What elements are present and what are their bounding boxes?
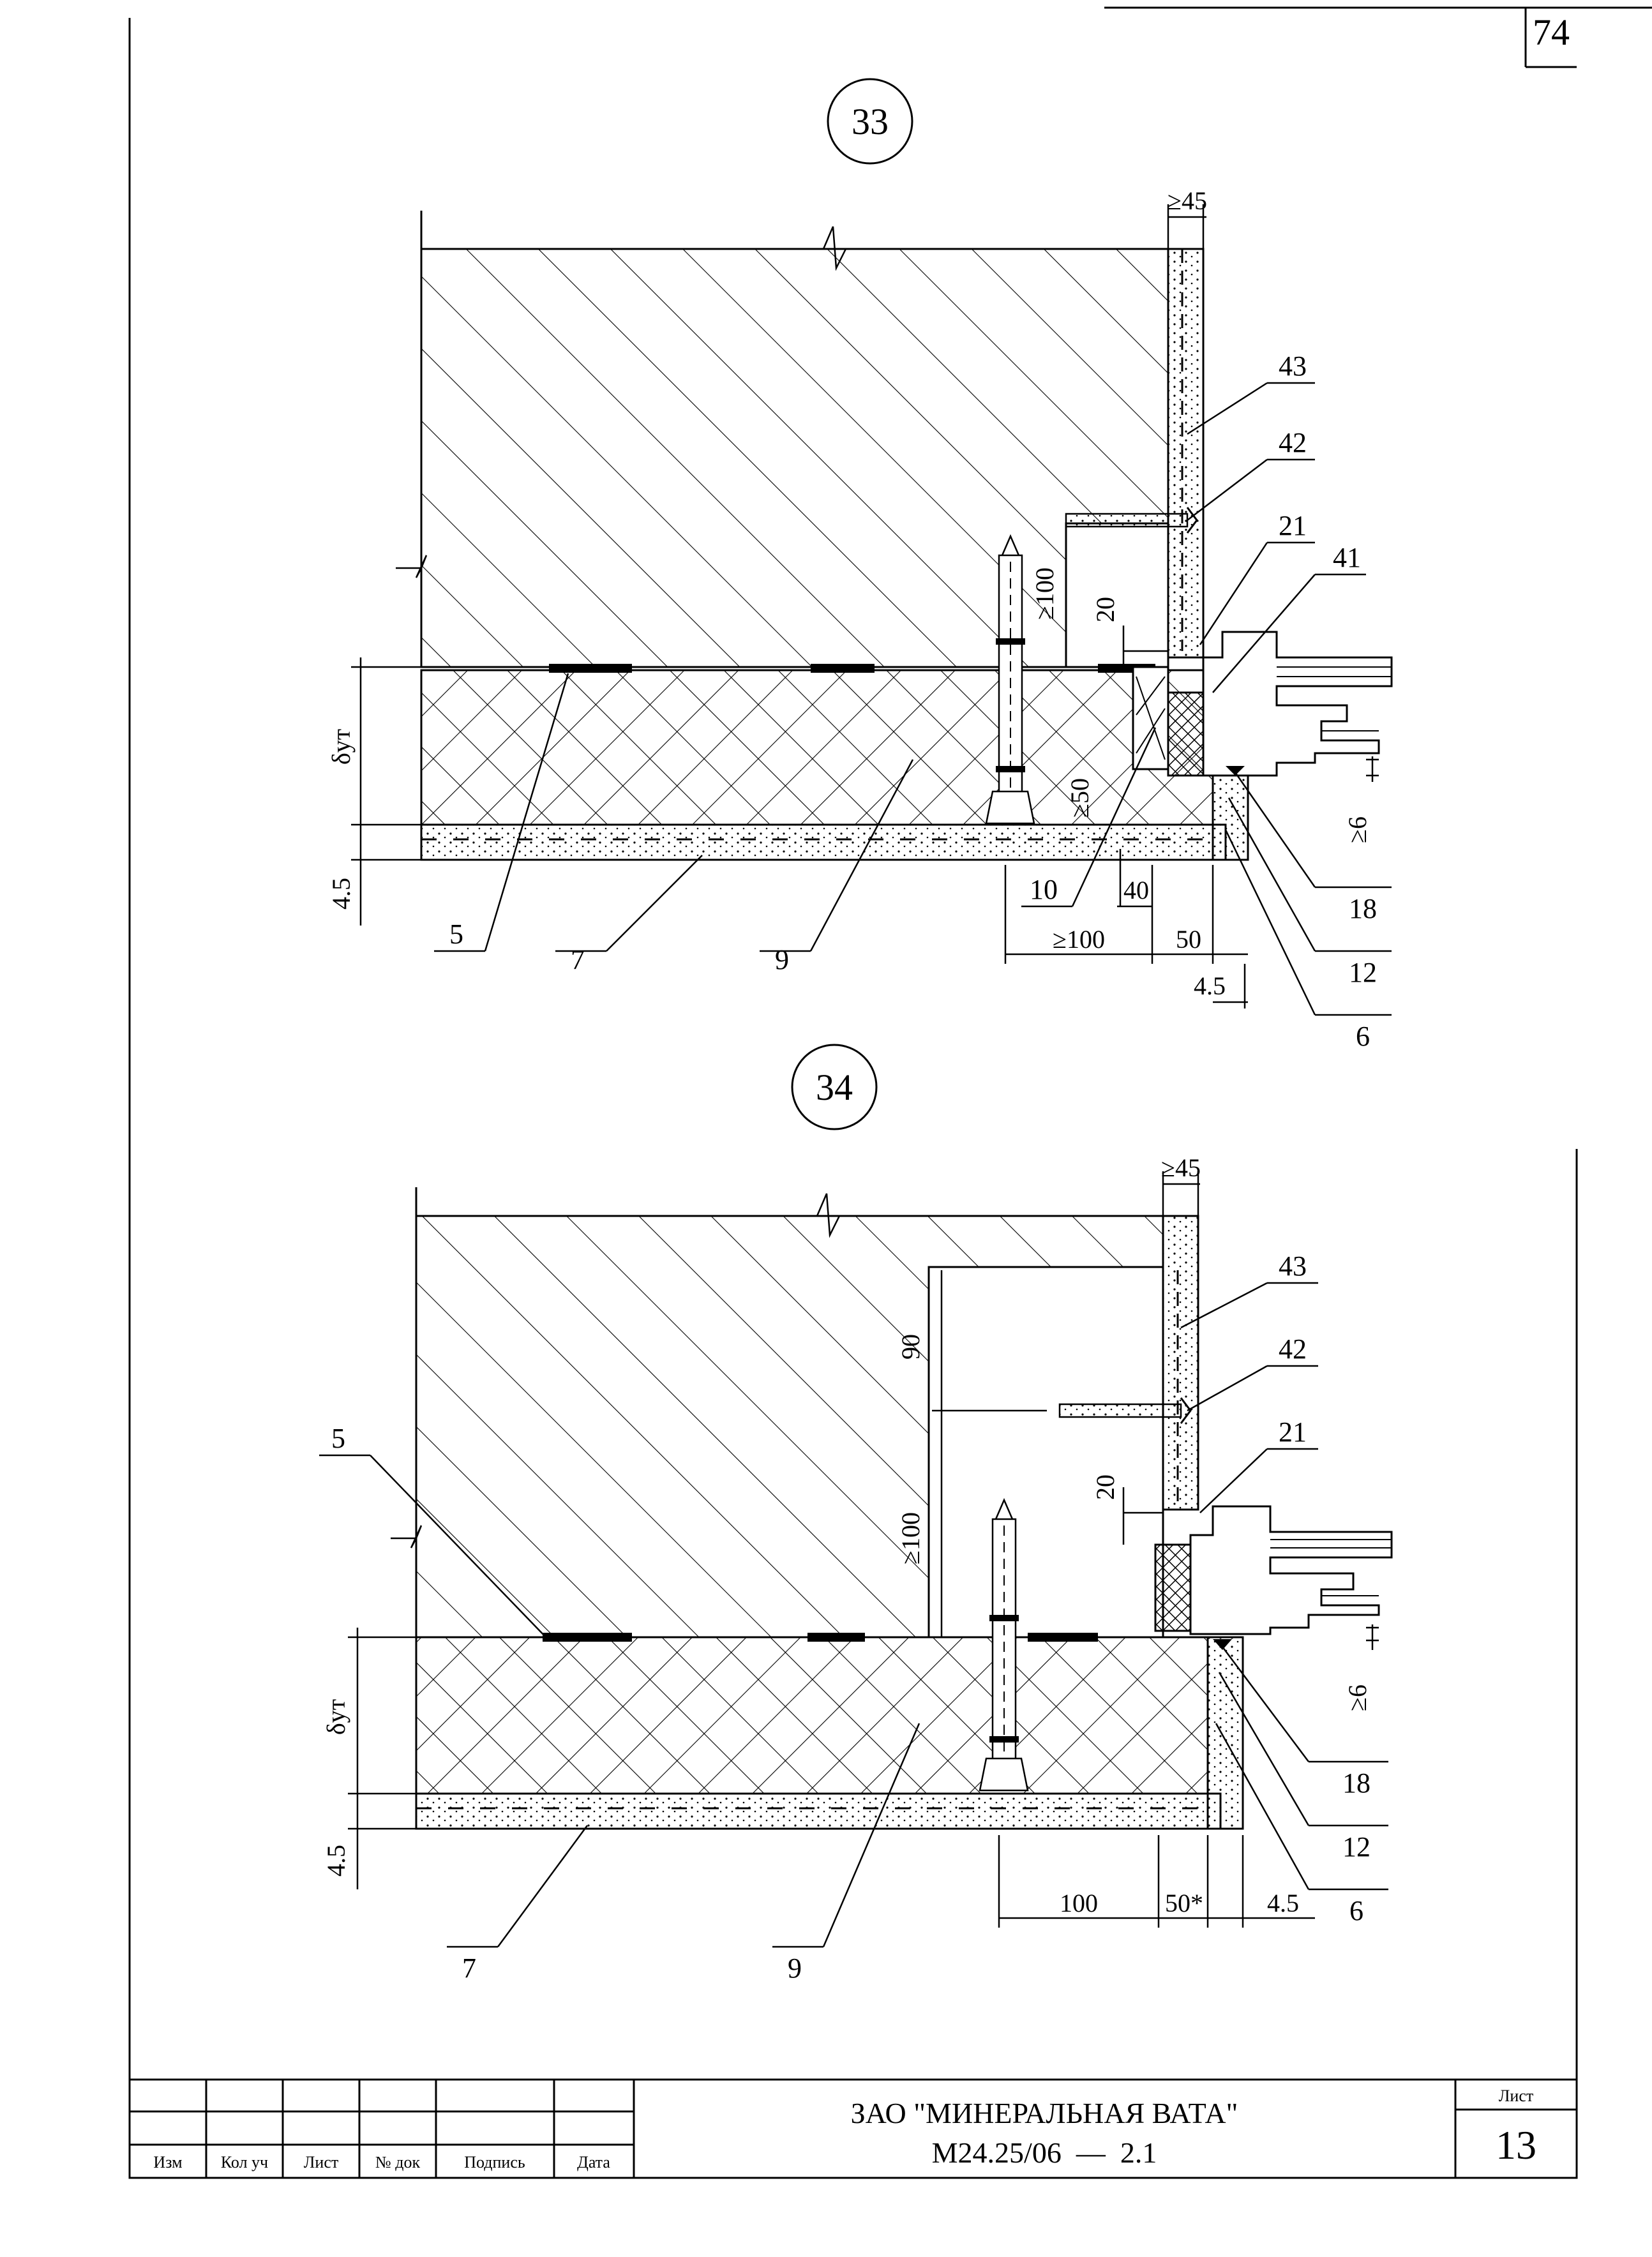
stamp-col-data: Дата <box>577 2153 610 2171</box>
dim-34-bottom-1: 100 <box>1060 1889 1098 1917</box>
callout-34-12: 12 <box>1342 1831 1370 1863</box>
insulation-layer <box>415 1636 1209 1795</box>
callout-34-18: 18 <box>1342 1767 1370 1799</box>
adhesive-strips <box>543 1633 1098 1642</box>
break-mark-left <box>396 555 428 578</box>
dim-33-anchor: ≥100 <box>1030 567 1059 620</box>
dim-34-bottom-3: 4.5 <box>1267 1889 1299 1917</box>
stamp-col-izm: Изм <box>153 2153 182 2171</box>
title-block: Изм Кол уч Лист № док Подпись Дата ЗАО "… <box>128 2078 1578 2179</box>
callout-34-7: 7 <box>462 1953 476 1984</box>
sealing-tape <box>1167 691 1205 777</box>
fastener-screw-33 <box>1065 507 1198 534</box>
dim-34-base: 4.5 <box>322 1845 350 1877</box>
dim-33-insul: δут <box>327 729 356 765</box>
return-plaster <box>1206 1636 1244 1830</box>
callout-33-6: 6 <box>1356 1021 1370 1052</box>
stamp-col-list: Лист <box>304 2153 338 2171</box>
insulation-layer <box>420 669 1214 826</box>
dim-33-bottom-3: 50 <box>1176 925 1201 954</box>
dowel-anchor-34 <box>979 1497 1029 1792</box>
dim-33-base: 4.5 <box>327 878 356 910</box>
detail-34: 34 <box>319 1044 1393 1984</box>
return-plaster <box>1212 771 1249 861</box>
dim-33-mesh: ≥50 <box>1065 778 1094 818</box>
facade-plaster-right <box>1167 248 1205 659</box>
callout-34-9: 9 <box>788 1953 802 1984</box>
detail-marker-34 <box>791 1044 878 1130</box>
dim-34-upper: 90 <box>896 1334 925 1360</box>
stamp-col-kol-uch: Кол уч <box>221 2153 268 2171</box>
stamp-col-podpis: Подпись <box>464 2153 525 2171</box>
dim-34-sill: ≥6 <box>1343 1684 1372 1711</box>
dim-33-sill: ≥6 <box>1343 816 1372 843</box>
dimension-lines-34 <box>348 1171 1379 1928</box>
leader-lines-33 <box>434 382 1392 1016</box>
dim-33-bottom-4: 4.5 <box>1194 971 1226 1000</box>
fastener-screw-34 <box>1058 1397 1192 1424</box>
dim-33-gap: 20 <box>1091 597 1120 622</box>
callout-34-43: 43 <box>1279 1250 1307 1282</box>
adhesive-strips <box>549 664 1155 673</box>
facade-plaster-right <box>1162 1215 1199 1511</box>
callout-33-12: 12 <box>1349 957 1377 988</box>
dimension-lines-33 <box>351 204 1379 1009</box>
callout-33-43: 43 <box>1279 350 1307 382</box>
callout-34-5: 5 <box>331 1423 345 1454</box>
leader-lines-34 <box>319 1282 1388 1948</box>
break-mark-left <box>391 1525 423 1548</box>
document-code: М24.25/06 — 2.1 <box>932 2136 1157 2169</box>
callout-33-21: 21 <box>1279 510 1307 541</box>
callout-33-7: 7 <box>571 944 585 975</box>
dim-33-bottom-1: ≥100 <box>1053 925 1105 954</box>
window-opening <box>927 1266 1164 1638</box>
callout-33-41: 41 <box>1333 542 1361 573</box>
dim-33-top: ≥45 <box>1168 186 1207 215</box>
window-opening <box>1065 522 1169 668</box>
detail-number-34: 34 <box>816 1067 853 1108</box>
base-plaster-layer <box>420 823 1227 861</box>
sheet-number: 13 <box>1496 2122 1536 2168</box>
callout-33-18: 18 <box>1349 893 1377 924</box>
callout-33-9: 9 <box>775 944 789 975</box>
dim-33-bottom-2: 40 <box>1123 876 1149 904</box>
detail-number-33: 33 <box>852 101 889 142</box>
callout-33-10: 10 <box>1030 874 1058 905</box>
dim-34-top: ≥45 <box>1161 1153 1201 1182</box>
page-number: 74 <box>1533 11 1570 53</box>
dim-34-insul: δут <box>322 1699 350 1735</box>
detail-marker-33 <box>827 78 913 165</box>
dowel-anchor-33 <box>985 534 1035 825</box>
dim-34-bottom-2: 50* <box>1165 1889 1203 1917</box>
callout-34-21: 21 <box>1279 1416 1307 1448</box>
detail-33: 33 <box>327 78 1393 1052</box>
callout-34-6: 6 <box>1349 1895 1363 1926</box>
callout-33-42: 42 <box>1279 427 1307 458</box>
sealing-tape <box>1154 1543 1192 1632</box>
wall-section <box>421 249 1168 667</box>
break-mark-top <box>822 226 847 271</box>
sheet-label: Лист <box>1499 2087 1533 2105</box>
window-frame-34 <box>1154 1505 1393 1650</box>
company-name: ЗАО "МИНЕРАЛЬНАЯ ВАТА" <box>851 2097 1238 2129</box>
callout-33-5: 5 <box>449 919 463 950</box>
stamp-col-doc: № док <box>375 2153 421 2171</box>
callout-34-42: 42 <box>1279 1333 1307 1365</box>
break-mark-top <box>816 1193 841 1238</box>
dim-34-gap: 20 <box>1091 1474 1120 1500</box>
dim-34-anchor: ≥100 <box>896 1512 925 1564</box>
window-frame-33 <box>1132 631 1393 777</box>
base-plaster-layer <box>415 1792 1222 1830</box>
